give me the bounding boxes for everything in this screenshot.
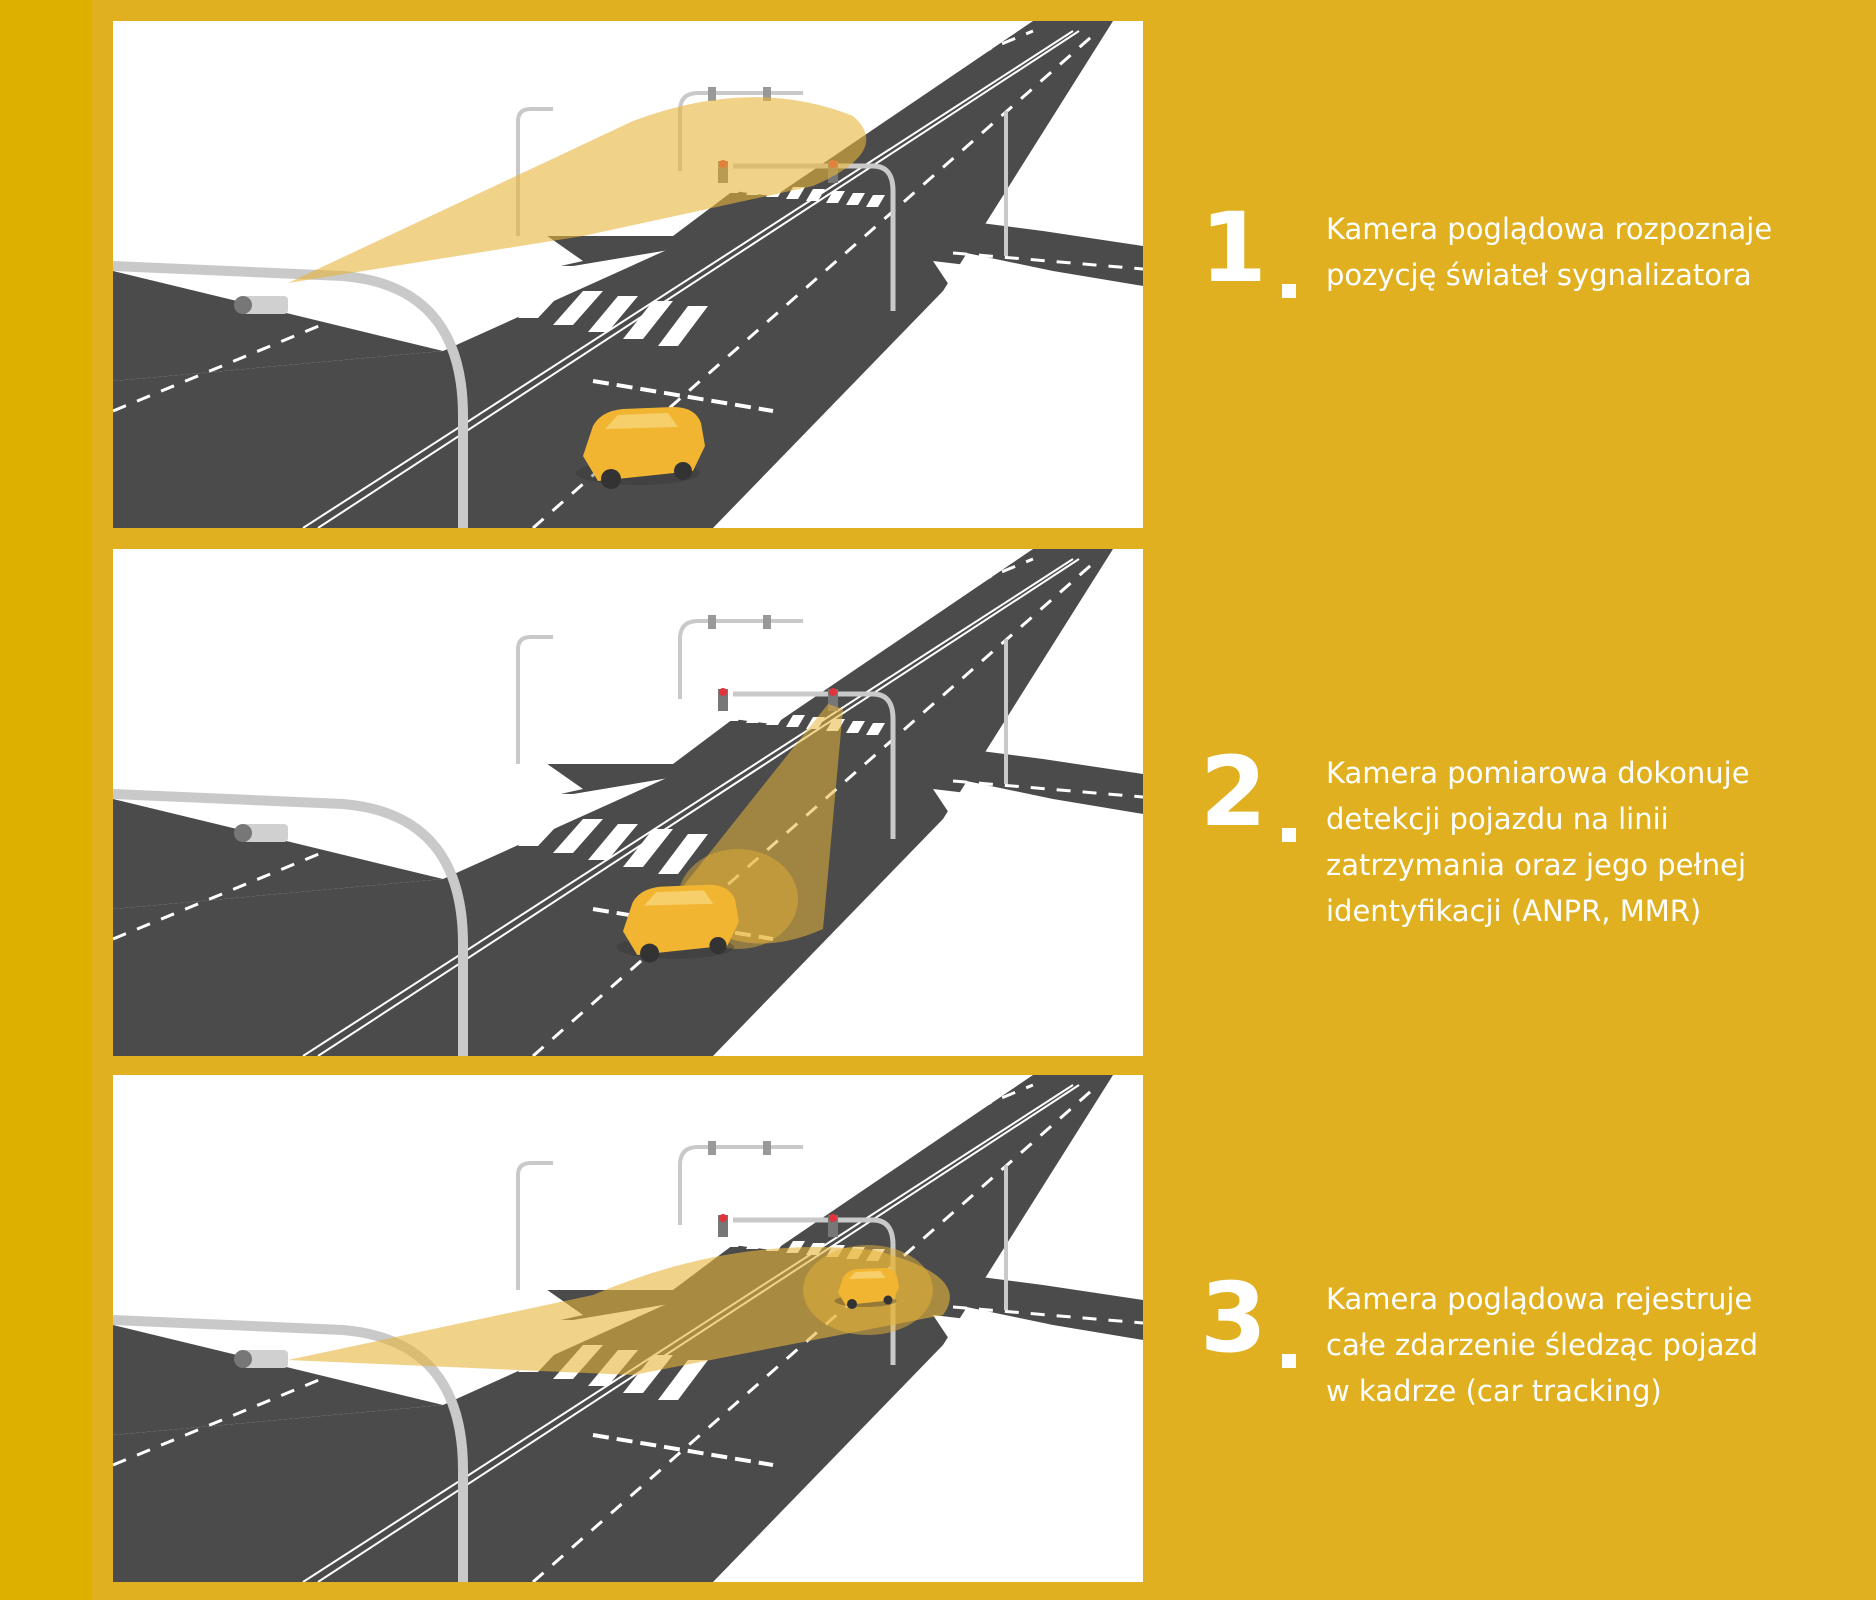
step-description: Kamera poglądowa rejestruje całe zdarzen… (1326, 1282, 1759, 1408)
signal-light-red (719, 1214, 727, 1222)
street-pole-left (516, 1161, 553, 1290)
lane-dash (952, 251, 1143, 271)
main-road (113, 549, 1113, 1056)
step-dot (1282, 1354, 1296, 1368)
camera-pole (113, 261, 468, 528)
step-description: Kamera poglądowa rozpoznaje pozycję świa… (1326, 212, 1773, 292)
camera-lens (234, 296, 252, 314)
lane-line (302, 30, 1074, 528)
island-right (933, 1315, 1143, 1375)
car (834, 1268, 899, 1309)
signal-head (763, 87, 771, 101)
step-number: 1 (1200, 192, 1267, 304)
signal-head (718, 689, 728, 711)
road-wedge (113, 271, 443, 381)
road-wedge (113, 1325, 443, 1435)
step-description: Kamera pomiarowa dokonuje detekcji pojaz… (1326, 756, 1750, 928)
island-right (933, 789, 1143, 849)
camera-body (243, 824, 288, 842)
signal-light-red (719, 688, 727, 696)
signal-head (763, 1141, 771, 1155)
left-accent-bar (0, 0, 92, 1600)
street-pole-left (516, 107, 553, 236)
lane-line (532, 29, 1099, 528)
signal-head (718, 1215, 728, 1237)
island-right (933, 261, 1143, 321)
camera-pole (113, 789, 468, 1056)
signal-mast-front (733, 163, 896, 311)
signal-head (763, 615, 771, 629)
lane-dash (113, 687, 674, 736)
lane-line (317, 558, 1080, 1056)
step-dot (1282, 284, 1296, 298)
stop-line (592, 379, 774, 413)
scene-panel-3 (113, 1075, 1143, 1582)
lane-dash (952, 1305, 1143, 1325)
step-number: 3 (1200, 1262, 1267, 1374)
signal-head (708, 615, 716, 629)
signal-head (708, 87, 716, 101)
camera-lens (234, 824, 252, 842)
camera-body (243, 296, 288, 314)
step-number: 2 (1200, 736, 1267, 848)
signal-light-red (829, 688, 837, 696)
lane-dash (952, 779, 1143, 799)
signal-mast (678, 619, 803, 699)
lane-line (113, 1083, 1034, 1467)
signal-mast-front (733, 1217, 896, 1365)
step-dot (1282, 828, 1296, 842)
camera-body (243, 1350, 288, 1368)
street-pole-left (516, 635, 553, 764)
road-wedge (113, 799, 443, 909)
camera-pole (113, 1315, 468, 1582)
camera-lens (234, 1350, 252, 1368)
lane-dash (113, 1213, 674, 1262)
scene-panel-2 (113, 549, 1143, 1056)
signal-head (828, 1215, 838, 1237)
crosswalk-bottom (413, 799, 708, 874)
lane-line (113, 557, 1034, 941)
camera-beam (673, 704, 843, 944)
signal-mast (678, 1145, 803, 1225)
signal-light-red (829, 1214, 837, 1222)
lane-line (317, 30, 1080, 528)
camera-beam (288, 97, 867, 283)
lane-line (302, 558, 1074, 1056)
signal-head (708, 1141, 716, 1155)
crosswalk-bottom (413, 271, 708, 346)
stop-line (592, 1433, 774, 1467)
car (576, 407, 705, 489)
signal-mast-front (733, 691, 896, 839)
signal-head (828, 689, 838, 711)
camera-beam (288, 1247, 950, 1375)
scene-panel-1 (113, 21, 1143, 528)
car (616, 884, 739, 963)
